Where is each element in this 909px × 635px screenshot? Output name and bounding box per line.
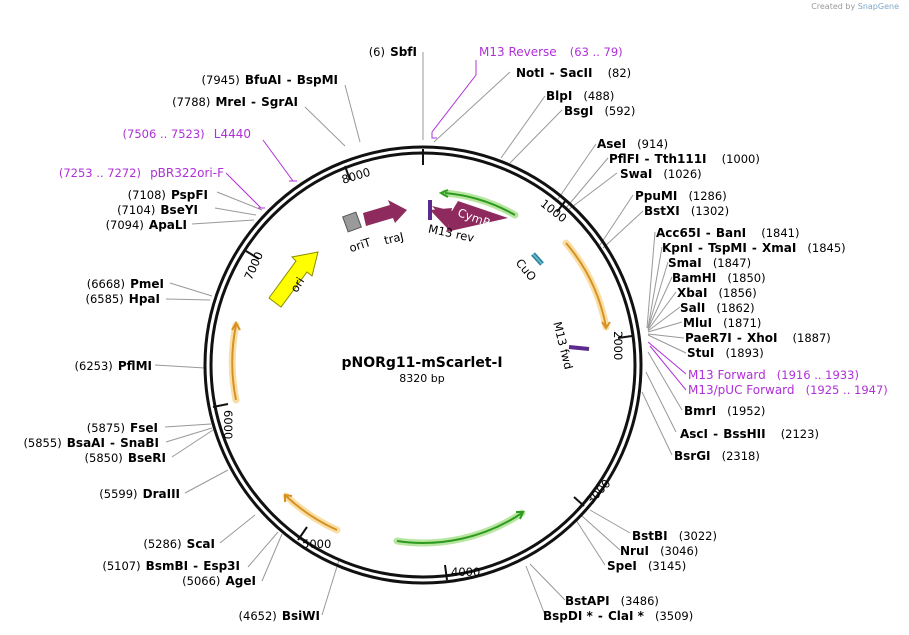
cymr-arrow[interactable] bbox=[432, 201, 508, 232]
site-bsmbi[interactable]: (5107) BsmBI - Esp3I bbox=[102, 555, 240, 574]
site-spei[interactable]: SpeI (3145) bbox=[607, 555, 686, 574]
primers: M13 Reverse (63 .. 79) (7506 .. 7523) L4… bbox=[59, 41, 888, 398]
orit-box[interactable] bbox=[342, 211, 362, 233]
site-bstbi[interactable]: BstBI (3022) bbox=[632, 525, 717, 544]
primer-pbr322ori-f[interactable]: (7253 .. 7272) pBR322ori-F bbox=[59, 162, 224, 181]
plasmid-name: pNORg11-mScarlet-I bbox=[341, 355, 502, 371]
site-asei[interactable]: AseI (914) bbox=[597, 133, 668, 152]
site-pmei[interactable]: (6668) PmeI bbox=[87, 273, 164, 292]
site-stui[interactable]: StuI (1893) bbox=[687, 342, 764, 361]
tick-4000: 4000 bbox=[451, 565, 480, 579]
site-bfuai[interactable]: (7945) BfuAI - BspMI bbox=[202, 69, 338, 88]
site-swai[interactable]: SwaI (1026) bbox=[620, 163, 702, 182]
sites-left: (6) SbfI (7945) BfuAI - BspMI (7788) Mre… bbox=[23, 41, 417, 624]
snapgene-brand: SnapGene bbox=[857, 2, 899, 11]
site-xbai[interactable]: XbaI (1856) bbox=[677, 282, 757, 301]
site-bsaai[interactable]: (5855) BsaAI - SnaBI bbox=[23, 432, 159, 451]
plasmid-length: 8320 bp bbox=[399, 372, 444, 385]
primer-m13-forward[interactable]: M13 Forward (1916 .. 1933) bbox=[688, 364, 859, 383]
tick-marks bbox=[212, 149, 633, 581]
site-mlui[interactable]: MluI (1871) bbox=[683, 312, 761, 331]
site-blpi[interactable]: BlpI (488) bbox=[546, 85, 614, 104]
site-bstxi[interactable]: BstXI (1302) bbox=[644, 200, 729, 219]
traj-arrow[interactable] bbox=[363, 200, 407, 226]
leader-lines bbox=[154, 52, 687, 616]
primer-m13-puc-forward[interactable]: M13/pUC Forward (1925 .. 1947) bbox=[688, 379, 888, 398]
ori-arrow[interactable] bbox=[268, 251, 319, 308]
site-beseri[interactable]: (5850) BseRI bbox=[85, 447, 166, 466]
site-bstapi[interactable]: BstAPI (3486) bbox=[565, 590, 659, 609]
m13fwd-marker[interactable] bbox=[568, 345, 590, 351]
site-sbfi[interactable]: (6) SbfI bbox=[369, 41, 417, 60]
site-hpai[interactable]: (6585) HpaI bbox=[85, 288, 160, 307]
site-fsei[interactable]: (5875) FseI bbox=[87, 417, 158, 436]
site-paer7i[interactable]: PaeR7I - XhoI (1887) bbox=[685, 327, 831, 346]
cymr-arrowhead bbox=[430, 208, 452, 229]
site-noti[interactable]: NotI - SacII (82) bbox=[516, 62, 631, 81]
orit-label: oriT bbox=[347, 235, 373, 255]
site-agei[interactable]: (5066) AgeI bbox=[182, 570, 256, 589]
site-bsrgi[interactable]: BsrGI (2318) bbox=[674, 445, 760, 464]
site-bmri[interactable]: BmrI (1952) bbox=[684, 400, 765, 419]
site-pspfi[interactable]: (7108) PspFI bbox=[128, 184, 208, 203]
site-acc65i[interactable]: Acc65I - BanI (1841) bbox=[656, 222, 799, 241]
credit-watermark: Created by SnapGene bbox=[811, 2, 899, 11]
site-draiii[interactable]: (5599) DraIII bbox=[99, 483, 180, 502]
tick-2000: 2000 bbox=[611, 331, 625, 360]
tick-7000: 7000 bbox=[241, 250, 266, 282]
site-bspdi[interactable]: BspDI * - ClaI * (3509) bbox=[543, 605, 693, 624]
primer-l4440[interactable]: (7506 .. 7523) L4440 bbox=[123, 123, 251, 142]
tick-5000: 5000 bbox=[302, 537, 331, 551]
site-kpni[interactable]: KpnI - TspMI - XmaI (1845) bbox=[662, 237, 846, 256]
site-asci[interactable]: AscI - BssHII (2123) bbox=[680, 423, 819, 442]
site-mrei[interactable]: (7788) MreI - SgrAI bbox=[172, 91, 298, 110]
primer-m13-reverse[interactable]: M13 Reverse (63 .. 79) bbox=[479, 41, 623, 60]
site-nrui[interactable]: NruI (3046) bbox=[620, 540, 698, 559]
primer-leaders bbox=[225, 60, 687, 391]
site-pflmi[interactable]: (6253) PflMI bbox=[75, 355, 152, 374]
tick-6000: 6000 bbox=[221, 410, 235, 439]
orange-arc-right[interactable] bbox=[562, 239, 610, 331]
site-pflfi[interactable]: PflFI - Tth111I (1000) bbox=[609, 148, 760, 167]
orange-arc-bottom-left[interactable] bbox=[282, 492, 341, 534]
ori-label: ori bbox=[287, 275, 307, 295]
site-scai[interactable]: (5286) ScaI bbox=[143, 533, 215, 552]
traj-label: traJ bbox=[383, 229, 405, 247]
site-bsgi[interactable]: BsgI (592) bbox=[564, 100, 635, 119]
site-bamhi[interactable]: BamHI (1850) bbox=[672, 267, 766, 286]
backbone-outer bbox=[203, 145, 643, 585]
site-apali[interactable]: (7094) ApaLI bbox=[106, 214, 187, 233]
site-bseyi[interactable]: (7104) BseYI bbox=[117, 199, 198, 218]
site-ppumi[interactable]: PpuMI (1286) bbox=[635, 185, 727, 204]
sites-right: NotI - SacII (82) BlpI (488) BsgI (592) … bbox=[516, 62, 846, 624]
site-sali[interactable]: SalI (1862) bbox=[680, 297, 755, 316]
site-bsiwi[interactable]: (4652) BsiWI bbox=[239, 605, 320, 624]
site-smai[interactable]: SmaI (1847) bbox=[668, 252, 751, 271]
m13rev-marker[interactable] bbox=[428, 200, 432, 220]
